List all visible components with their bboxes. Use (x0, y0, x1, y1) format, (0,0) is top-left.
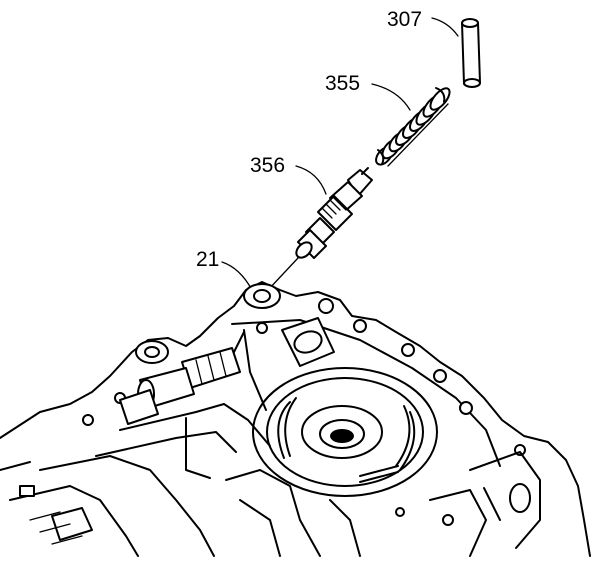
part-355-spring (375, 87, 451, 167)
installed-valve-left (119, 347, 241, 425)
assembly-axis-line (267, 257, 299, 291)
leader-line-356 (295, 165, 327, 195)
leader-line-307 (431, 17, 459, 37)
leader-line-355 (371, 83, 411, 111)
main-circular-bore (252, 367, 438, 497)
callout-label-21: 21 (196, 248, 219, 271)
callout-label-356: 356 (250, 154, 285, 177)
valve-body-housing (0, 281, 591, 557)
accumulator-bore (281, 317, 335, 367)
part-356-valve (295, 167, 373, 259)
callout-label-355: 355 (325, 72, 360, 95)
leader-line-21 (221, 261, 253, 291)
callout-label-307: 307 (387, 8, 422, 31)
part-307-pin (461, 18, 481, 88)
